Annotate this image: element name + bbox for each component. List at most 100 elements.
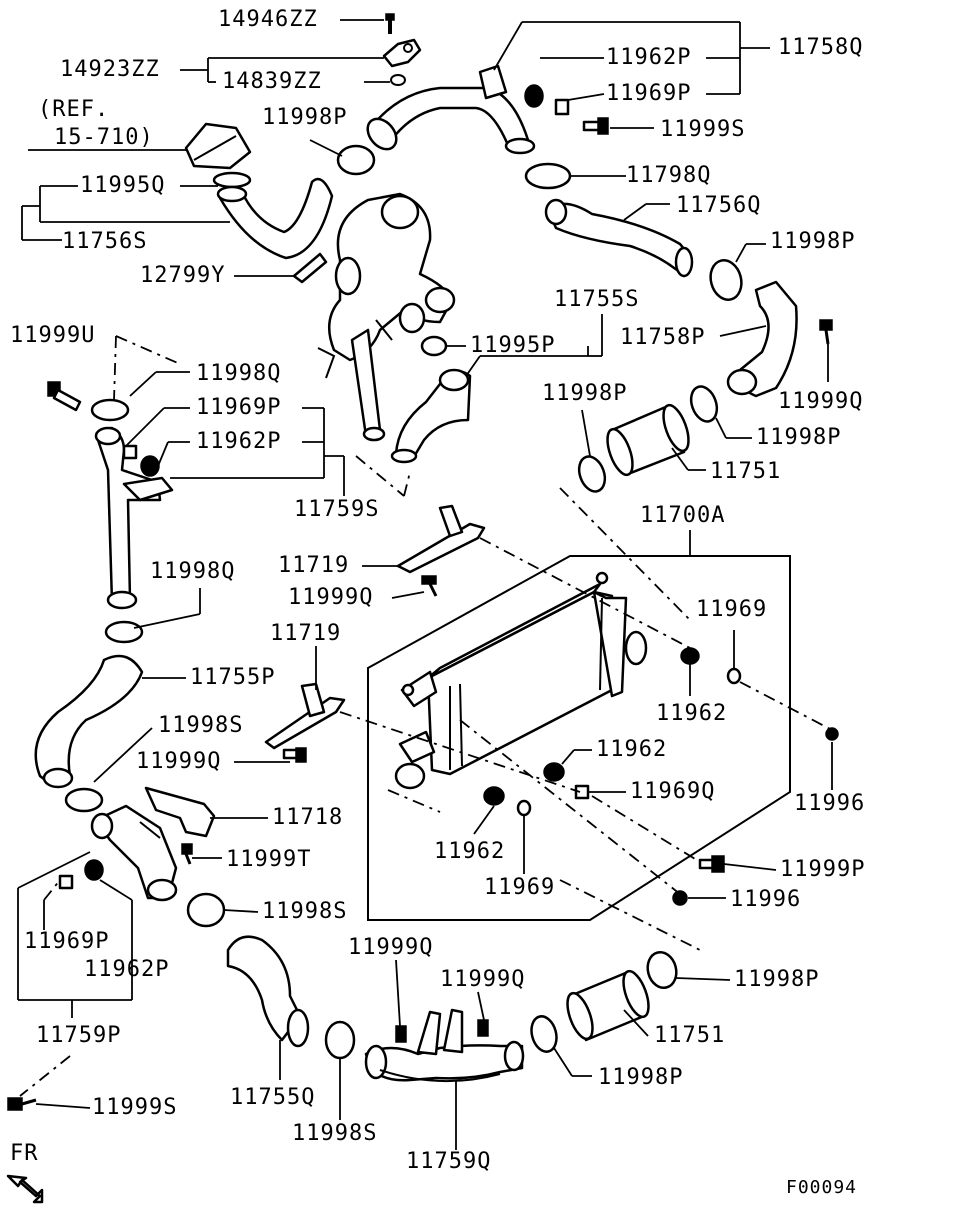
label-11995P: 11995P — [470, 333, 556, 358]
bolt-11999U — [47, 381, 82, 412]
label-11719-a: 11719 — [278, 553, 350, 578]
label-11798Q: 11798Q — [626, 163, 712, 188]
label-11756S: 11756S — [62, 229, 148, 254]
label-11998P-c: 11998P — [542, 381, 628, 406]
grommet-11962-b — [543, 762, 565, 782]
grommet-11962P-top — [524, 84, 544, 108]
oring-11995P — [420, 335, 448, 357]
bolt-11999T — [181, 843, 193, 865]
hose-11756Q — [544, 198, 694, 278]
ring-11995Q — [212, 171, 252, 189]
label-12799Y: 12799Y — [140, 263, 226, 288]
bolt-14946ZZ — [385, 13, 395, 34]
clamp-11998P-f — [530, 1015, 558, 1053]
clamp-11798Q — [524, 162, 572, 190]
label-11969P-c: 11969P — [24, 929, 110, 954]
label-11700A: 11700A — [640, 503, 726, 528]
direction-label: FR — [10, 1141, 39, 1166]
label-11995Q: 11995Q — [80, 173, 166, 198]
label-11755Q: 11755Q — [230, 1085, 316, 1110]
label-11759Q: 11759Q — [406, 1149, 492, 1174]
clamp-11998P-top — [336, 144, 376, 176]
label-11998P-b: 11998P — [770, 229, 856, 254]
front-direction-arrow — [6, 1174, 44, 1204]
hose-11755P — [34, 654, 144, 789]
leader-lines — [17, 19, 833, 1150]
label-11969P-a: 11969P — [606, 81, 692, 106]
label-11962-b: 11962 — [596, 737, 668, 762]
label-11756Q: 11756Q — [676, 193, 762, 218]
bolt-11999Q-bottom-a — [395, 1025, 407, 1043]
clamp-11998P-c — [577, 455, 607, 493]
label-11999S-b: 11999S — [92, 1095, 178, 1120]
diagram-code: F00094 — [786, 1177, 858, 1198]
label-11998P-f: 11998P — [598, 1065, 684, 1090]
bolt-11999Q-low — [282, 747, 307, 763]
phantom-lines — [19, 335, 833, 1097]
label-ref-15-710: 15-710) — [54, 125, 154, 150]
clamp-11998Q-bottom — [104, 620, 144, 644]
sensor-14923ZZ — [382, 38, 422, 68]
label-11969P-b: 11969P — [196, 395, 282, 420]
label-11996-b: 11996 — [730, 887, 802, 912]
pipe-11759Q — [364, 1008, 525, 1083]
bolt-11999P — [698, 855, 725, 873]
label-11962P-c: 11962P — [84, 957, 170, 982]
clamp-11998S-bottom — [324, 1020, 356, 1060]
label-11758Q: 11758Q — [778, 35, 864, 60]
label-11969-a: 11969 — [696, 597, 768, 622]
pipe-11755S — [390, 368, 472, 464]
label-11969-b: 11969 — [484, 875, 556, 900]
nut-11996-b — [672, 890, 688, 906]
hose-11755Q — [226, 935, 310, 1048]
bolt-11999Q-bottom-b — [477, 1019, 489, 1037]
grommet-11962P-left — [140, 455, 160, 477]
collar-11969P-left — [122, 444, 138, 460]
clamp-11998S-mid — [186, 892, 226, 928]
pipe-11759S — [94, 426, 174, 610]
nut-11996-a — [825, 727, 839, 741]
label-11999P: 11999P — [780, 857, 866, 882]
hose-11756S — [216, 177, 334, 260]
seal-14839ZZ — [390, 74, 406, 86]
label-11718: 11718 — [272, 805, 344, 830]
bracket-11719-upper — [396, 504, 486, 574]
clip-12799Y — [292, 252, 328, 284]
label-11998S-c: 11998S — [292, 1121, 378, 1146]
grommet-11962-c — [483, 786, 505, 806]
ref-part-15-710 — [184, 122, 252, 170]
label-11999Q-a: 11999Q — [778, 389, 864, 414]
sleeve-11751-upper — [606, 403, 690, 477]
label-11999T: 11999T — [226, 847, 312, 872]
clamp-11998P-d — [689, 385, 719, 423]
label-11998P-e: 11998P — [734, 967, 820, 992]
label-11998Q-b: 11998Q — [150, 559, 236, 584]
label-11719-b: 11719 — [270, 621, 342, 646]
collar-11969-b — [516, 799, 532, 817]
hose-upper-11758Q — [366, 21, 740, 155]
label-11751-b: 11751 — [654, 1023, 726, 1048]
collar-11969-a — [726, 667, 742, 685]
clamp-11998P-b — [709, 259, 743, 301]
label-11998S-b: 11998S — [262, 899, 348, 924]
label-11999S-a: 11999S — [660, 117, 746, 142]
label-ref: (REF. — [38, 97, 110, 122]
label-11999Q-b: 11999Q — [288, 585, 374, 610]
label-11999Q-e: 11999Q — [440, 967, 526, 992]
assembly-box-11700A — [367, 555, 791, 921]
bolt-11999Q-right — [819, 319, 833, 345]
label-11998P-d: 11998P — [756, 425, 842, 450]
collar-11969P-low — [58, 874, 74, 890]
grommet-11962P-low — [84, 859, 104, 881]
bolt-11999S-bottom — [7, 1097, 37, 1111]
pipe-11759P — [90, 804, 178, 902]
label-14839ZZ: 14839ZZ — [222, 69, 322, 94]
clamp-11998P-e — [646, 950, 678, 990]
label-14923ZZ: 14923ZZ — [60, 57, 160, 82]
label-11758P: 11758P — [620, 325, 706, 350]
label-11998S-a: 11998S — [158, 713, 244, 738]
label-11999Q-c: 11999Q — [136, 749, 222, 774]
label-11759P: 11759P — [36, 1023, 122, 1048]
